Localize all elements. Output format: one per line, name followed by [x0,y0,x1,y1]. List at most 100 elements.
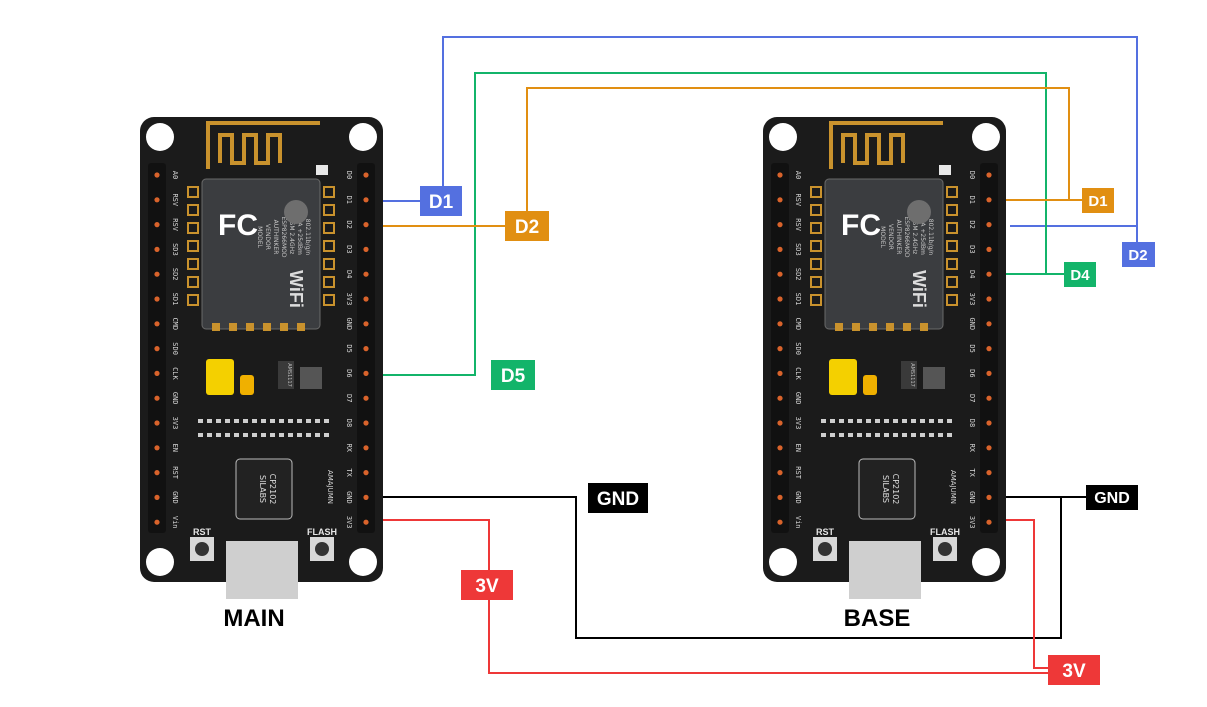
smd-component [306,419,311,423]
pin-label-left: CLK [171,367,179,380]
module-pad-bottom [835,323,843,331]
smd-component [270,419,275,423]
smd-component [920,419,925,423]
pin-label-left: Vin [794,516,802,529]
board-label-base: BASE [844,605,911,632]
usb-chip-text: SILABS [258,475,267,503]
wifi-logo: WiFi [286,270,306,308]
module-text: AUTHINKER [272,220,279,255]
smd-component [938,433,943,437]
label-main-gnd-text: GND [597,489,639,510]
pin-right [363,197,369,203]
pin-right [363,494,369,500]
module-pad [187,258,199,270]
usb-port [226,541,298,599]
pin-label-right: D4 [968,270,976,278]
pin-right [363,346,369,352]
pin-right [363,519,369,525]
smd-component [866,419,871,423]
pin-left [154,395,160,401]
flash-button-cap [315,542,329,556]
smd-component [911,419,916,423]
smd-component [911,433,916,437]
module-pad [810,186,822,198]
pin-right [986,271,992,277]
pin-label-right: D2 [968,220,976,228]
smd-component [947,419,952,423]
pin-left [154,445,160,451]
smd-component [821,433,826,437]
module-pad [187,240,199,252]
smd-component [252,433,257,437]
pin-left [154,271,160,277]
label-base-gnd: GND [1086,485,1138,510]
pin-label-left: SD3 [794,243,802,256]
smd-component [857,433,862,437]
module-pad [810,222,822,234]
pcb [140,117,383,582]
usb-chip-text: CP2102 [891,474,900,505]
module-text: 802.11b/g/n [927,219,934,256]
usb-chip [858,458,916,520]
label-base-gnd-text: GND [1094,490,1130,507]
smd-component [216,433,221,437]
wire-blue-d1-d2 [373,36,1138,227]
module-pad-bottom [263,323,271,331]
smd-component [279,433,284,437]
smd-component [270,433,275,437]
brand-text: AMAJUMN [326,470,334,504]
mounting-hole [349,123,377,151]
fc-logo: FC [218,209,258,242]
mounting-hole [972,548,1000,576]
pin-left [154,470,160,476]
pin-right [986,321,992,327]
pin-label-right: GND [345,317,353,330]
pin-label-right: D0 [968,171,976,179]
pin-label-left: EN [171,444,179,452]
smd-component [243,433,248,437]
module-text: PA +25dBm [919,219,926,255]
module-pad [946,258,958,270]
smd-component [857,419,862,423]
pin-right [986,494,992,500]
module-pad [946,276,958,288]
label-base-d2-text: D2 [1128,247,1147,264]
module-pad [323,258,335,270]
pin-left [154,172,160,178]
module-pad-bottom [212,323,220,331]
pin-label-right: D6 [968,369,976,377]
module-pad-bottom [886,323,894,331]
label-main-d1-text: D1 [429,192,454,213]
smd-component [297,419,302,423]
smd-component [306,433,311,437]
module-pad [323,276,335,288]
pin-right [363,470,369,476]
pin-label-right: D0 [345,171,353,179]
smd-component [297,433,302,437]
pin-right [363,172,369,178]
smd-component [884,433,889,437]
pin-label-left: SD1 [794,293,802,306]
pin-label-left: SD1 [171,293,179,306]
pin-label-left: SD2 [794,268,802,281]
pin-label-right: 3V3 [968,293,976,306]
pin-left [777,370,783,376]
label-base-3v: 3V [1048,655,1100,685]
smd-component [920,433,925,437]
pin-label-left: SD3 [171,243,179,256]
pin-right [363,420,369,426]
module-text: ESP8266MOD [280,216,287,257]
pin-right [363,222,369,228]
pin-label-left: SD2 [171,268,179,281]
module-pad [323,204,335,216]
chip-small [300,367,322,389]
pin-right [986,420,992,426]
smd-component [821,419,826,423]
rst-label: RST [193,527,212,537]
pin-right [363,246,369,252]
mounting-hole [769,548,797,576]
pin-label-right: TX [345,468,353,477]
pin-label-right: GND [968,317,976,330]
label-base-gnd-box [1086,485,1138,510]
smd-component [225,419,230,423]
